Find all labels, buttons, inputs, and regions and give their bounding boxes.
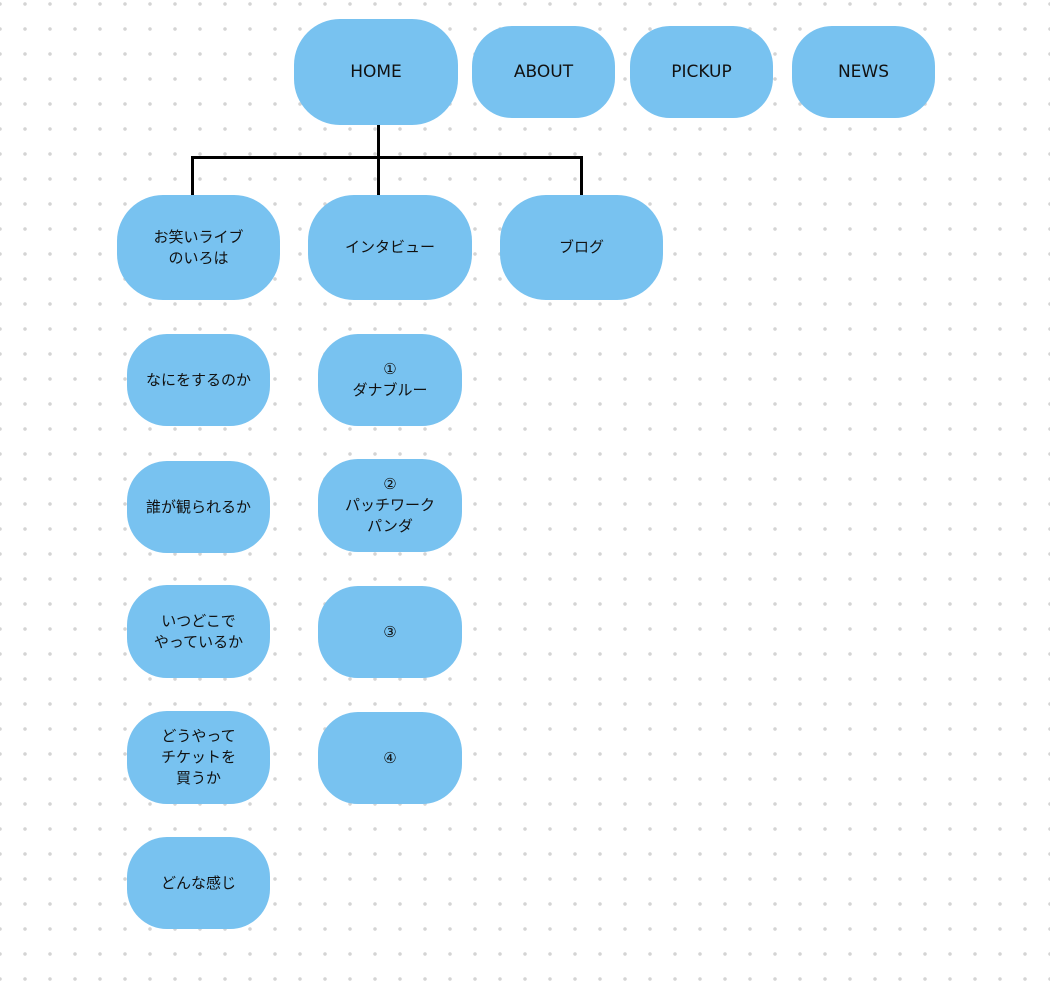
- connector-blog: [580, 156, 583, 196]
- node-what-like[interactable]: どんな感じ: [127, 837, 270, 929]
- node-interview-4[interactable]: ④: [318, 712, 462, 804]
- node-blog[interactable]: ブログ: [500, 195, 663, 300]
- node-interview-1[interactable]: ① ダナブルー: [318, 334, 462, 426]
- node-interview-3[interactable]: ③: [318, 586, 462, 678]
- node-about[interactable]: ABOUT: [472, 26, 615, 118]
- node-what[interactable]: なにをするのか: [127, 334, 270, 426]
- node-interview[interactable]: インタビュー: [308, 195, 472, 300]
- node-how-tickets[interactable]: どうやって チケットを 買うか: [127, 711, 270, 804]
- node-news[interactable]: NEWS: [792, 26, 935, 118]
- connector-horizontal: [191, 156, 583, 159]
- node-pickup[interactable]: PICKUP: [630, 26, 773, 118]
- connector-interview: [377, 156, 380, 196]
- node-home[interactable]: HOME: [294, 19, 458, 125]
- node-when-where[interactable]: いつどこで やっているか: [127, 585, 270, 678]
- node-who[interactable]: 誰が観られるか: [127, 461, 270, 553]
- node-owarai-live[interactable]: お笑いライブ のいろは: [117, 195, 280, 300]
- connector-owarai: [191, 156, 194, 196]
- node-interview-2[interactable]: ② パッチワーク パンダ: [318, 459, 462, 552]
- connector-home-down: [377, 124, 380, 159]
